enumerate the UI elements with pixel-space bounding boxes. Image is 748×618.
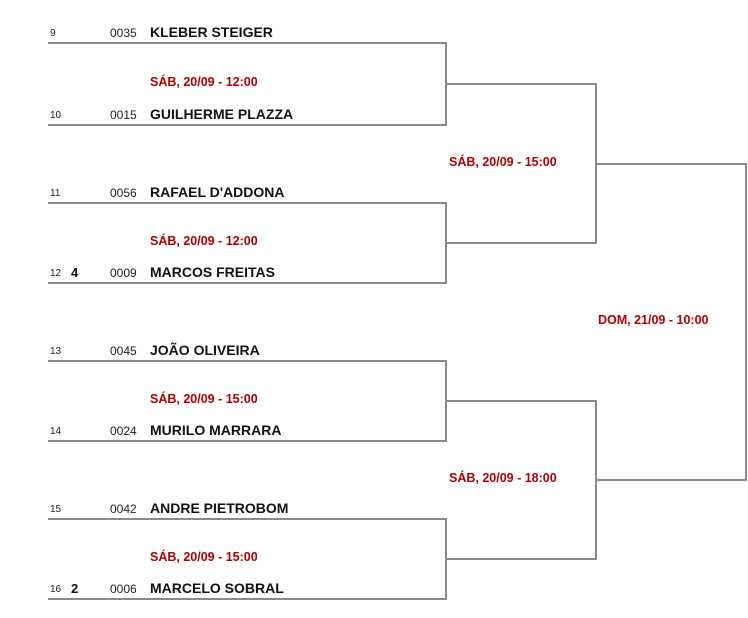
player-number: 0035 [110,26,137,40]
draw-position: 15 [50,504,62,515]
advance-line [445,400,597,402]
player-slot[interactable]: 13 0045 JOÃO OLIVEIRA [50,339,445,359]
match-time: SÁB, 20/09 - 15:00 [150,550,258,564]
match-time: SÁB, 20/09 - 12:00 [150,234,258,248]
match-time: SÁB, 20/09 - 15:00 [449,155,557,169]
player-slot[interactable]: 16 2 0006 MARCELO SOBRAL [50,577,445,597]
player-slot[interactable]: 9 0035 KLEBER STEIGER [50,21,445,41]
player-name: RAFAEL D'ADDONA [150,184,285,200]
player-name: JOÃO OLIVEIRA [150,342,260,358]
player-number: 0009 [110,266,137,280]
player-slot[interactable]: 12 4 0009 MARCOS FREITAS [50,261,445,281]
advance-line [595,163,747,165]
seed-number: 4 [71,265,79,280]
slot-line [48,42,447,44]
player-slot[interactable]: 10 0015 GUILHERME PLAZZA [50,103,445,123]
draw-position: 16 [50,584,62,595]
seed-number: 2 [71,581,79,596]
draw-position: 9 [50,28,56,39]
match-time: DOM, 21/09 - 10:00 [598,313,709,327]
player-name: MARCOS FREITAS [150,264,275,280]
player-number: 0024 [110,424,137,438]
player-number: 0006 [110,582,137,596]
slot-line [48,440,447,442]
slot-line [48,124,447,126]
draw-position: 12 [50,268,62,279]
slot-line [48,282,447,284]
match-connector [745,163,747,481]
player-number: 0045 [110,344,137,358]
player-number: 0056 [110,186,137,200]
slot-line [48,598,447,600]
player-slot[interactable]: 14 0024 MURILO MARRARA [50,419,445,439]
player-slot[interactable]: 11 0056 RAFAEL D'ADDONA [50,181,445,201]
player-name: MARCELO SOBRAL [150,580,284,596]
player-name: GUILHERME PLAZZA [150,106,294,122]
advance-line [445,242,597,244]
player-name: MURILO MARRARA [150,422,282,438]
advance-line [595,479,747,481]
slot-line [48,518,447,520]
draw-position: 14 [50,426,62,437]
match-time: SÁB, 20/09 - 12:00 [150,75,258,89]
draw-position: 13 [50,346,62,357]
player-name: KLEBER STEIGER [150,24,273,40]
player-name: ANDRE PIETROBOM [150,500,289,516]
slot-line [48,202,447,204]
player-number: 0015 [110,108,137,122]
match-time: SÁB, 20/09 - 18:00 [449,471,557,485]
slot-line [48,360,447,362]
match-time: SÁB, 20/09 - 15:00 [150,392,258,406]
player-number: 0042 [110,502,137,516]
advance-line [445,83,597,85]
player-slot[interactable]: 15 0042 ANDRE PIETROBOM [50,497,445,517]
draw-position: 11 [50,188,61,199]
draw-position: 10 [50,110,62,121]
advance-line [445,558,597,560]
